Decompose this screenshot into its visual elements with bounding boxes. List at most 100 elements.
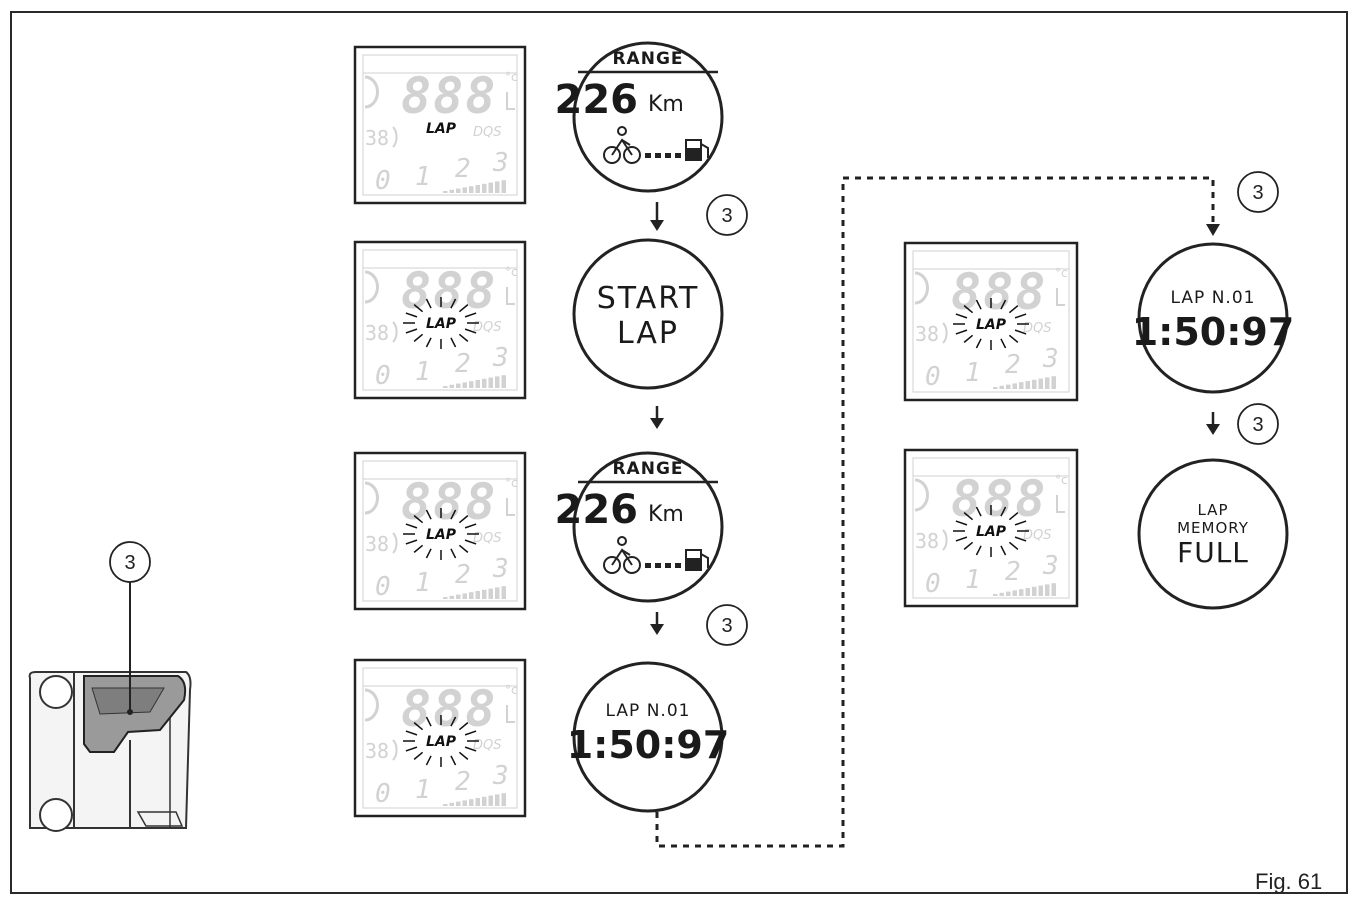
- svg-text:RANGE: RANGE: [612, 459, 683, 479]
- lcd-left-digits: 38: [915, 529, 939, 553]
- lcd-lap-label: LAP: [426, 734, 457, 750]
- lcd-gear-digit: 0: [925, 569, 941, 599]
- lcd-big-digits: 888: [951, 263, 1047, 321]
- button-badge: 3: [706, 604, 748, 646]
- lcd-gear-digit: 3: [492, 148, 509, 178]
- lcd-gear-digit: 0: [375, 166, 391, 196]
- flow-arrow: [650, 612, 664, 635]
- lcd-lap-label: LAP: [976, 524, 1007, 540]
- lcd-gear-digit: 1: [415, 568, 431, 598]
- figure-frame: [10, 11, 1348, 894]
- lap-time-screen: LAP N.01 1:50:97: [567, 661, 730, 813]
- lcd-mode-text: DQS: [1023, 321, 1052, 336]
- rider-to-fuel-icon: [603, 536, 709, 574]
- svg-text:3: 3: [1252, 414, 1263, 436]
- lcd-left-digits: 38: [365, 532, 389, 556]
- lcd-temp-unit: °c: [505, 70, 518, 84]
- lcd-temp-unit: °c: [505, 683, 518, 697]
- callout-point: [127, 709, 133, 715]
- lcd-lap-label: LAP: [426, 527, 457, 543]
- svg-text:226: 226: [555, 487, 639, 533]
- lcd-big-digits: 888: [401, 262, 497, 320]
- range-screen: RANGE 226 Km: [555, 451, 724, 603]
- lcd-mode-text: DQS: [473, 738, 502, 753]
- lcd-big-digits: 888: [401, 67, 497, 125]
- lcd-gear-digit: 1: [965, 358, 981, 388]
- svg-text:1:50:97: 1:50:97: [567, 723, 730, 767]
- svg-text:1:50:97: 1:50:97: [1132, 310, 1295, 354]
- svg-text:3: 3: [124, 552, 135, 574]
- lcd-gear-digit: 2: [455, 349, 471, 379]
- svg-text:START: START: [597, 281, 700, 316]
- lcd-left-digits: 38: [915, 322, 939, 346]
- lcd-gear-digit: 0: [375, 572, 391, 602]
- svg-text:LAP N.01: LAP N.01: [606, 701, 691, 721]
- memory-full-screen: LAP MEMORY FULL: [1137, 458, 1289, 610]
- svg-text:LAP: LAP: [617, 316, 679, 351]
- svg-text:FULL: FULL: [1177, 536, 1249, 569]
- lcd-gear-digit: 2: [1005, 557, 1021, 587]
- lcd-gear-digit: 3: [492, 761, 509, 791]
- button-badge: 3: [1237, 403, 1279, 445]
- flashing-rays: [403, 297, 479, 349]
- lcd-gear-digit: 1: [415, 775, 431, 805]
- lcd-big-digits: 888: [401, 473, 497, 531]
- flow-arrow: [650, 202, 664, 231]
- start-lap-screen: START LAP: [572, 238, 724, 390]
- lcd-gear-digit: 1: [415, 357, 431, 387]
- button-badge: 3: [1237, 171, 1279, 213]
- lcd-gear-digit: 1: [965, 565, 981, 595]
- lcd-big-digits: 888: [401, 680, 497, 738]
- flashing-rays: [403, 508, 479, 560]
- lcd-lap-label: LAP: [426, 316, 457, 332]
- svg-text:Km: Km: [648, 502, 684, 527]
- lcd-temp-unit: °c: [1055, 473, 1068, 487]
- dashed-connector-arrowhead: [1206, 224, 1220, 236]
- svg-text:LAP N.01: LAP N.01: [1171, 288, 1256, 308]
- flashing-rays: [953, 505, 1029, 557]
- lcd-left-digits: 38: [365, 739, 389, 763]
- handlebar-switch-illustration: [28, 671, 192, 832]
- lcd-big-digits: 888: [951, 470, 1047, 528]
- range-screen: RANGE 226 Km: [555, 41, 724, 193]
- lcd-gear-digit: 0: [375, 361, 391, 391]
- lcd-mode-text: DQS: [473, 320, 502, 335]
- lcd-temp-unit: °c: [505, 476, 518, 490]
- lcd-temp-unit: °c: [505, 265, 518, 279]
- lcd-gear-digit: 1: [415, 162, 431, 192]
- flashing-rays: [953, 298, 1029, 350]
- lcd-gear-digit: 3: [1042, 344, 1059, 374]
- lcd-gear-digit: 0: [375, 779, 391, 809]
- lcd-gear-digit: 3: [492, 343, 509, 373]
- dashed-connector: [655, 176, 1215, 848]
- svg-text:LAP: LAP: [1197, 501, 1228, 519]
- flashing-rays: [403, 715, 479, 767]
- lcd-gear-digit: 3: [1042, 551, 1059, 581]
- lcd-gear-digit: 2: [455, 154, 471, 184]
- lcd-left-digits: 38: [365, 321, 389, 345]
- svg-text:3: 3: [1252, 182, 1263, 204]
- lcd-lap-label: LAP: [976, 317, 1007, 333]
- svg-text:226: 226: [555, 77, 639, 123]
- svg-text:Km: Km: [648, 92, 684, 117]
- figure-label: Fig. 61: [1255, 869, 1322, 894]
- svg-text:MEMORY: MEMORY: [1177, 519, 1249, 537]
- flow-arrow: [650, 406, 664, 429]
- lap-time-screen: LAP N.01 1:50:97: [1132, 242, 1295, 394]
- lcd-lap-label: LAP: [426, 121, 457, 137]
- flow-arrow: [1206, 412, 1220, 435]
- svg-text:RANGE: RANGE: [612, 49, 683, 69]
- lcd-mode-text: DQS: [1023, 528, 1052, 543]
- lcd-gear-digit: 0: [925, 362, 941, 392]
- lcd-mode-text: DQS: [473, 531, 502, 546]
- button-badge: 3: [706, 194, 748, 236]
- lcd-gear-digit: 2: [1005, 350, 1021, 380]
- svg-text:3: 3: [721, 615, 732, 637]
